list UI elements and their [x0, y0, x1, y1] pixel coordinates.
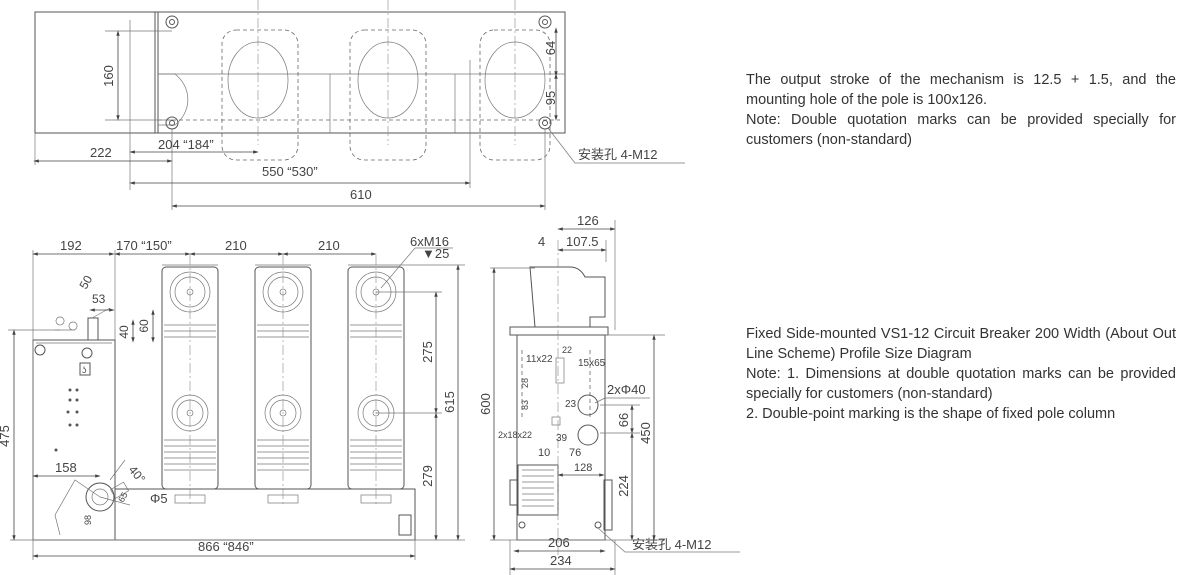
dim-206: 206 — [548, 535, 570, 550]
dim-158: 158 — [55, 460, 77, 475]
dim-107-5: 107.5 — [566, 234, 599, 249]
dim-2xphi40: 2xΦ40 — [607, 382, 646, 397]
notes-bottom: Fixed Side-mounted VS1-12 Circuit Breake… — [746, 324, 1176, 424]
dim-22: 22 — [562, 345, 572, 355]
dim-222: 222 — [90, 145, 112, 160]
hook-symbol: ʖ — [82, 365, 87, 375]
dim-28: 28 — [520, 378, 530, 388]
dim-866-846: 866 “846” — [198, 539, 254, 554]
dim-4: 4 — [538, 234, 545, 249]
pole-outline-1 — [221, 0, 299, 161]
dim-10: 10 — [538, 447, 550, 459]
diagram-title: Fixed Side-mounted VS1-12 Circuit Breake… — [746, 326, 1176, 362]
notes-top: The output stroke of the mechanism is 12… — [746, 70, 1176, 150]
dim-angle-40: 40° — [126, 463, 149, 486]
dim-76: 76 — [569, 447, 581, 459]
dim-128: 128 — [574, 462, 592, 474]
mounting-bolts — [165, 15, 552, 130]
dim-204-184: 204 “184” — [158, 137, 214, 152]
dim-95: 95 — [543, 91, 558, 105]
dim-65: 65 — [116, 490, 130, 504]
dim-39: 39 — [556, 433, 568, 444]
dim-192: 192 — [60, 238, 82, 253]
dim-234: 234 — [550, 553, 572, 568]
note-1: Note: 1. Dimensions at double quotation … — [746, 366, 1176, 402]
dim-98: 98 — [83, 515, 93, 525]
pole-outline-3 — [479, 0, 551, 161]
dim-64: 64 — [543, 41, 558, 55]
dim-475: 475 — [0, 425, 12, 447]
thread-spec-6xm16: 6xM16 — [410, 234, 449, 249]
dim-15x65: 15x65 — [578, 358, 606, 369]
dim-600: 600 — [478, 393, 493, 415]
note-output-stroke: The output stroke of the mechanism is 12… — [746, 72, 1176, 108]
dim-60: 60 — [137, 319, 151, 333]
dim-210-a: 210 — [225, 238, 247, 253]
pole-outline-2 — [349, 0, 427, 161]
dim-40: 40 — [117, 325, 131, 339]
dim-275: 275 — [420, 341, 435, 363]
pole-1 — [161, 255, 219, 505]
note-quotation-marks: Note: Double quotation marks can be prov… — [746, 112, 1176, 148]
front-view: ʖ — [0, 234, 465, 560]
dim-160: 160 — [101, 65, 116, 87]
dim-550-530: 550 “530” — [262, 164, 318, 179]
side-view: 126 107.5 4 600 22 11x22 15x65 2xΦ40 28 … — [478, 213, 740, 575]
dim-11x22: 11x22 — [526, 354, 553, 365]
pole-2 — [254, 255, 312, 505]
mounting-hole-label-side: 安装孔 4-M12 — [632, 537, 711, 552]
mounting-hole-label-top: 安装孔 4-M12 — [578, 147, 657, 162]
dim-170-150: 170 “150” — [116, 238, 172, 253]
dim-610: 610 — [350, 187, 372, 202]
note-2: 2. Double-point marking is the shape of … — [746, 406, 1116, 422]
dim-2x18x22: 2x18x22 — [498, 430, 532, 440]
dim-83: 83 — [520, 400, 530, 410]
thread-depth-25: ▼25 — [422, 246, 449, 261]
dim-450: 450 — [638, 422, 653, 444]
pole-3 — [347, 255, 405, 505]
dim-53: 53 — [92, 292, 106, 306]
dim-phi5: Φ5 — [150, 491, 168, 506]
dim-50: 50 — [76, 273, 95, 292]
dim-66: 66 — [616, 413, 631, 427]
dim-23: 23 — [565, 399, 577, 410]
dim-279: 279 — [420, 465, 435, 487]
dim-615: 615 — [442, 391, 457, 413]
dim-224: 224 — [616, 475, 631, 497]
dim-126: 126 — [577, 213, 599, 228]
top-view: 160 64 95 222 204 “184” 550 “530” 610 安装… — [33, 0, 685, 210]
dim-210-b: 210 — [318, 238, 340, 253]
